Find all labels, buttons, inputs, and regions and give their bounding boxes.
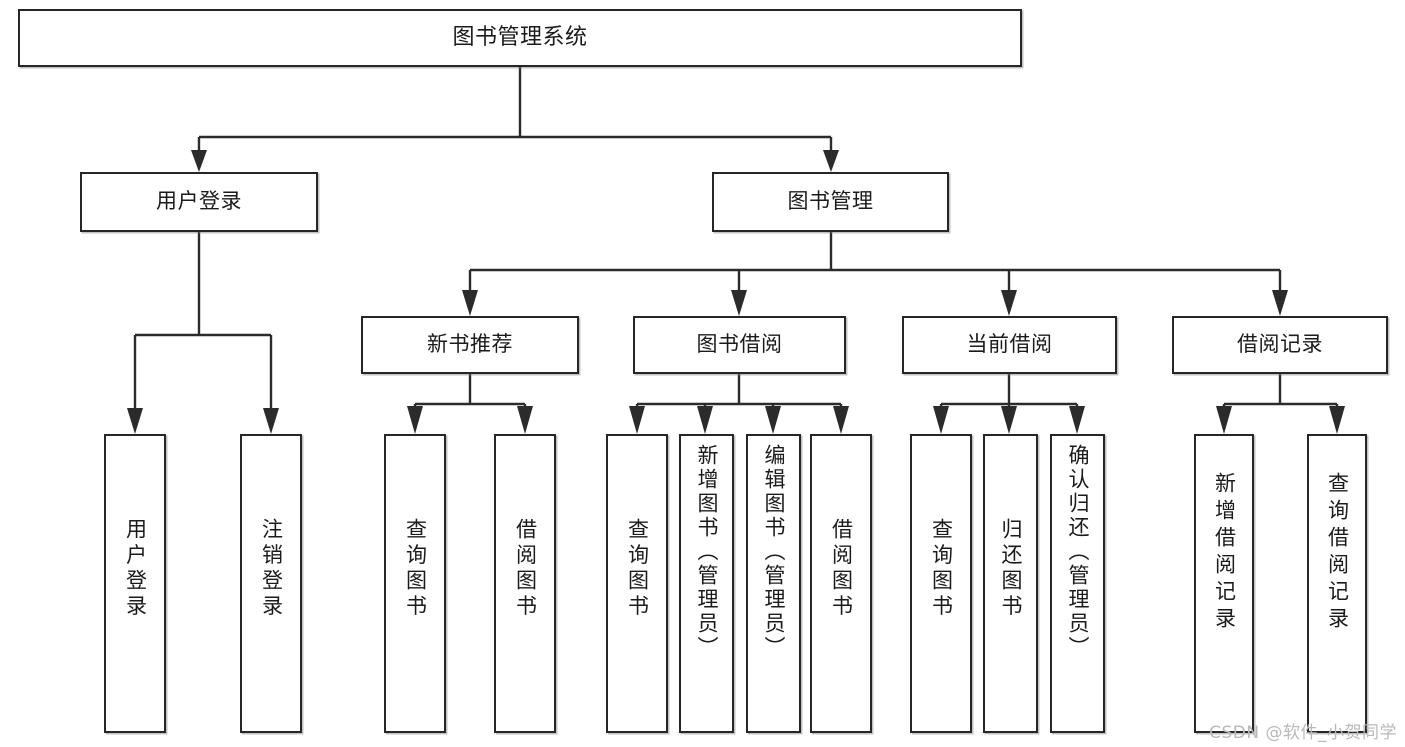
- node-leaf-borrow-book-1-label: 借阅图书: [513, 518, 538, 620]
- arrow-add-book: [697, 406, 713, 434]
- node-leaf-confirm-return-label: 确认归还（管理员）: [1066, 444, 1090, 660]
- node-leaf-add-book-label: 新增图书（管理员）: [695, 444, 719, 660]
- arrow-new-book-rec: [462, 290, 478, 316]
- arrow-current-borrow: [1001, 290, 1017, 316]
- node-leaf-edit-book[interactable]: 编辑图书（管理员）: [746, 434, 801, 733]
- node-leaf-add-record[interactable]: 新增借阅记录: [1194, 434, 1254, 733]
- arrow-query-book-2: [629, 406, 645, 434]
- arrow-edit-book: [765, 406, 781, 434]
- arrow-confirm-return: [1069, 406, 1085, 434]
- node-leaf-query-record[interactable]: 查询借阅记录: [1307, 434, 1367, 733]
- node-book-borrow[interactable]: 图书借阅: [633, 316, 846, 374]
- node-leaf-user-login[interactable]: 用户登录: [104, 434, 166, 733]
- watermark-text: CSDN @软件_小贺同学: [1209, 723, 1397, 743]
- node-user-login-label: 用户登录: [156, 189, 242, 214]
- node-root-label: 图书管理系统: [452, 24, 588, 50]
- node-current-borrow[interactable]: 当前借阅: [902, 316, 1117, 374]
- node-leaf-return-book[interactable]: 归还图书: [983, 434, 1038, 733]
- node-borrow-record[interactable]: 借阅记录: [1172, 316, 1388, 374]
- arrow-user-login: [191, 150, 207, 172]
- node-leaf-query-book-1[interactable]: 查询图书: [384, 434, 446, 733]
- node-leaf-return-book-label: 归还图书: [999, 518, 1023, 620]
- node-leaf-edit-book-label: 编辑图书（管理员）: [762, 444, 786, 660]
- node-book-borrow-label: 图书借阅: [696, 332, 783, 357]
- node-leaf-query-book-3[interactable]: 查询图书: [910, 434, 972, 733]
- node-leaf-logout-label: 注销登录: [259, 518, 284, 620]
- node-leaf-borrow-book-2[interactable]: 借阅图书: [810, 434, 872, 733]
- arrow-borrow-record: [1272, 290, 1288, 316]
- node-leaf-borrow-book-2-label: 借阅图书: [829, 518, 854, 620]
- arrow-borrow-book-2: [833, 406, 849, 434]
- node-new-book-recommend[interactable]: 新书推荐: [361, 316, 579, 374]
- node-book-manage-label: 图书管理: [787, 189, 874, 214]
- node-leaf-query-record-label: 查询借阅记录: [1325, 472, 1350, 634]
- arrow-borrow-book-1: [517, 406, 533, 434]
- node-leaf-confirm-return[interactable]: 确认归还（管理员）: [1050, 434, 1105, 733]
- node-leaf-borrow-book-1[interactable]: 借阅图书: [494, 434, 556, 733]
- node-leaf-query-book-1-label: 查询图书: [403, 518, 428, 620]
- node-borrow-record-label: 借阅记录: [1237, 332, 1323, 357]
- arrow-leaf-user-login: [127, 408, 143, 434]
- arrow-query-book-3: [933, 406, 949, 434]
- node-book-manage[interactable]: 图书管理: [712, 172, 949, 232]
- node-new-book-recommend-label: 新书推荐: [427, 332, 513, 357]
- arrow-query-book-1: [407, 406, 423, 434]
- arrow-leaf-logout: [263, 408, 279, 434]
- node-leaf-query-book-3-label: 查询图书: [929, 518, 954, 620]
- arrow-book-manage: [823, 150, 839, 172]
- arrow-query-record: [1329, 406, 1345, 434]
- node-user-login[interactable]: 用户登录: [80, 172, 318, 232]
- node-leaf-logout[interactable]: 注销登录: [240, 434, 302, 733]
- arrow-return-book: [1001, 406, 1017, 434]
- arrow-add-record: [1216, 406, 1232, 434]
- arrow-book-borrow: [731, 290, 747, 316]
- node-leaf-query-book-2-label: 查询图书: [625, 518, 650, 620]
- node-current-borrow-label: 当前借阅: [966, 332, 1053, 357]
- node-leaf-query-book-2[interactable]: 查询图书: [606, 434, 668, 733]
- node-leaf-add-record-label: 新增借阅记录: [1212, 472, 1237, 634]
- node-leaf-user-login-label: 用户登录: [123, 518, 148, 620]
- node-root[interactable]: 图书管理系统: [18, 9, 1022, 67]
- node-leaf-add-book[interactable]: 新增图书（管理员）: [679, 434, 734, 733]
